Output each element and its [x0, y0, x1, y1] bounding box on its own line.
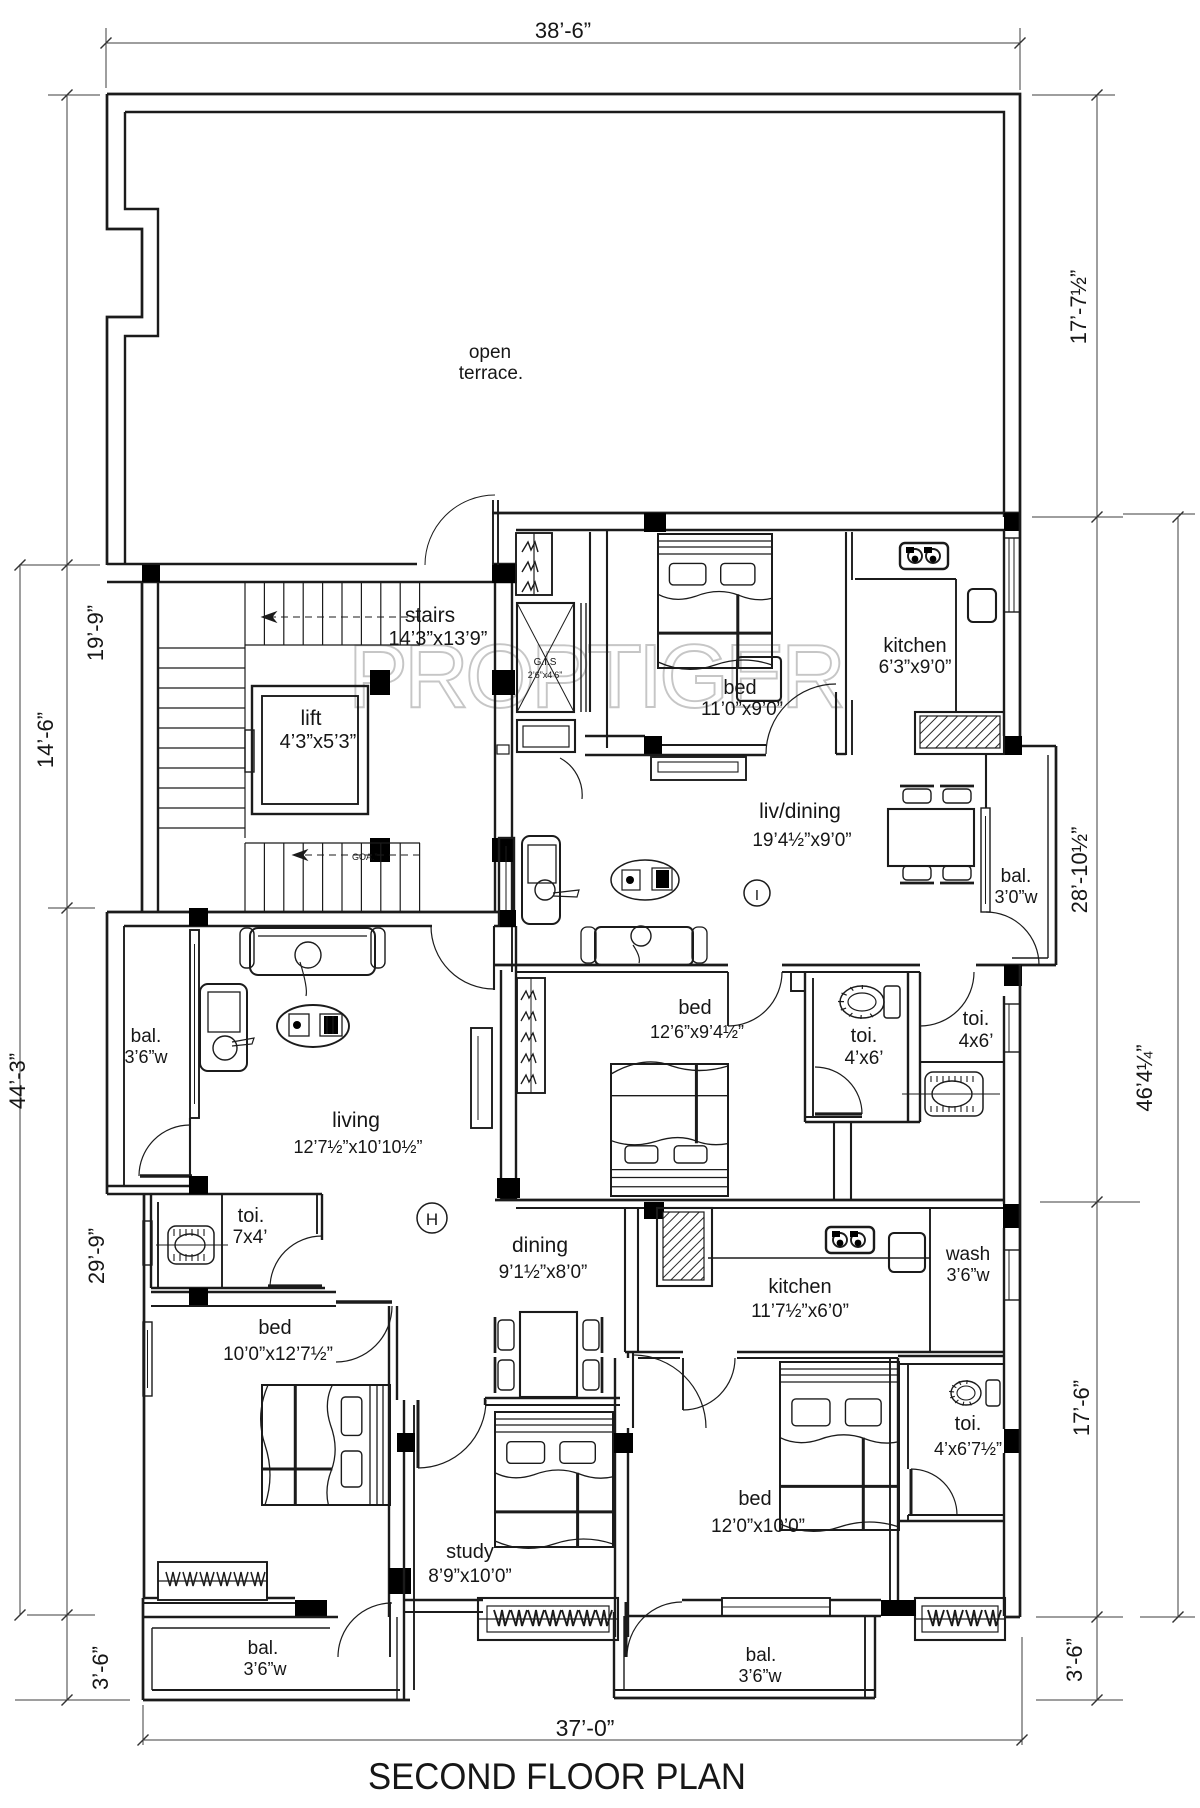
svg-text:kitchen: kitchen — [768, 1276, 831, 1298]
svg-text:I: I — [755, 887, 759, 904]
svg-text:17’-7½”: 17’-7½” — [1066, 270, 1091, 345]
svg-text:H: H — [426, 1210, 438, 1229]
svg-text:toi.: toi. — [955, 1413, 982, 1435]
svg-text:14’-6”: 14’-6” — [33, 712, 58, 768]
svg-text:3’-6”: 3’-6” — [88, 1646, 113, 1690]
svg-text:lift: lift — [301, 707, 322, 730]
svg-text:11’7½”x6’0”: 11’7½”x6’0” — [751, 1301, 849, 1322]
svg-text:28’-10½”: 28’-10½” — [1067, 827, 1092, 914]
svg-text:8’9”x10’0”: 8’9”x10’0” — [428, 1566, 511, 1587]
svg-text:17’-6”: 17’-6” — [1069, 1380, 1094, 1436]
svg-text:kitchen: kitchen — [883, 635, 946, 657]
svg-text:bal.: bal. — [1001, 866, 1032, 887]
svg-text:living: living — [332, 1109, 380, 1132]
svg-text:2’6”x4’6”: 2’6”x4’6” — [528, 670, 563, 680]
svg-text:G.I.S: G.I.S — [534, 657, 557, 668]
svg-text:toi.: toi. — [963, 1008, 990, 1030]
svg-text:bed: bed — [258, 1317, 291, 1339]
svg-text:6’3”x9’0”: 6’3”x9’0” — [879, 657, 952, 678]
svg-text:study: study — [446, 1541, 494, 1563]
svg-text:46’4¼”: 46’4¼” — [1132, 1044, 1157, 1111]
svg-text:4x6’: 4x6’ — [959, 1031, 994, 1052]
svg-text:SECOND FLOOR PLAN: SECOND FLOOR PLAN — [368, 1756, 746, 1797]
svg-text:7x4’: 7x4’ — [233, 1227, 268, 1248]
svg-text:10’0”x12’7½”: 10’0”x12’7½” — [223, 1344, 333, 1365]
svg-text:3’-6”: 3’-6” — [1062, 1638, 1087, 1682]
svg-text:bed: bed — [738, 1488, 771, 1510]
svg-text:12’6”x9’4½”: 12’6”x9’4½” — [650, 1022, 744, 1042]
svg-text:bal.: bal. — [746, 1645, 777, 1666]
svg-text:bal.: bal. — [248, 1638, 279, 1659]
svg-text:open: open — [469, 342, 511, 363]
svg-text:3’6”w: 3’6”w — [738, 1666, 782, 1686]
svg-text:11’0”x9’0”: 11’0”x9’0” — [701, 699, 783, 720]
svg-text:terrace.: terrace. — [459, 363, 523, 384]
svg-text:12’7½”x10’10½”: 12’7½”x10’10½” — [293, 1137, 422, 1157]
svg-text:19’-9”: 19’-9” — [83, 605, 108, 661]
svg-text:4’3”x5’3”: 4’3”x5’3” — [280, 731, 357, 753]
svg-text:37’-0”: 37’-0” — [556, 1715, 615, 1741]
svg-text:bal.: bal. — [131, 1026, 162, 1047]
svg-text:29’-9”: 29’-9” — [84, 1228, 109, 1284]
svg-text:bed: bed — [723, 677, 756, 699]
svg-text:12’0”x10’0”: 12’0”x10’0” — [711, 1516, 805, 1537]
svg-text:9’1½”x8’0”: 9’1½”x8’0” — [499, 1262, 588, 1283]
svg-text:4’x6’7½”: 4’x6’7½” — [934, 1439, 1002, 1459]
svg-text:44’-3”: 44’-3” — [5, 1053, 30, 1109]
svg-text:wash: wash — [945, 1244, 990, 1265]
svg-text:bed: bed — [678, 997, 711, 1019]
svg-text:stairs: stairs — [405, 604, 455, 627]
svg-text:toi.: toi. — [238, 1205, 265, 1227]
svg-text:14’3”x13’9”: 14’3”x13’9” — [389, 628, 488, 650]
svg-text:38’-6”: 38’-6” — [535, 18, 591, 43]
svg-text:GOA.”: GOA.” — [352, 852, 378, 862]
svg-text:liv/dining: liv/dining — [759, 800, 841, 823]
svg-text:19’4½”x9’0”: 19’4½”x9’0” — [752, 830, 851, 851]
svg-text:toi.: toi. — [851, 1025, 878, 1047]
svg-text:3’6”w: 3’6”w — [124, 1047, 168, 1067]
svg-text:3’6”w: 3’6”w — [243, 1659, 287, 1679]
svg-text:3’6”w: 3’6”w — [946, 1265, 990, 1285]
svg-text:dining: dining — [512, 1234, 568, 1257]
svg-text:4’x6’: 4’x6’ — [844, 1048, 883, 1069]
svg-text:3’0”w: 3’0”w — [994, 887, 1038, 907]
